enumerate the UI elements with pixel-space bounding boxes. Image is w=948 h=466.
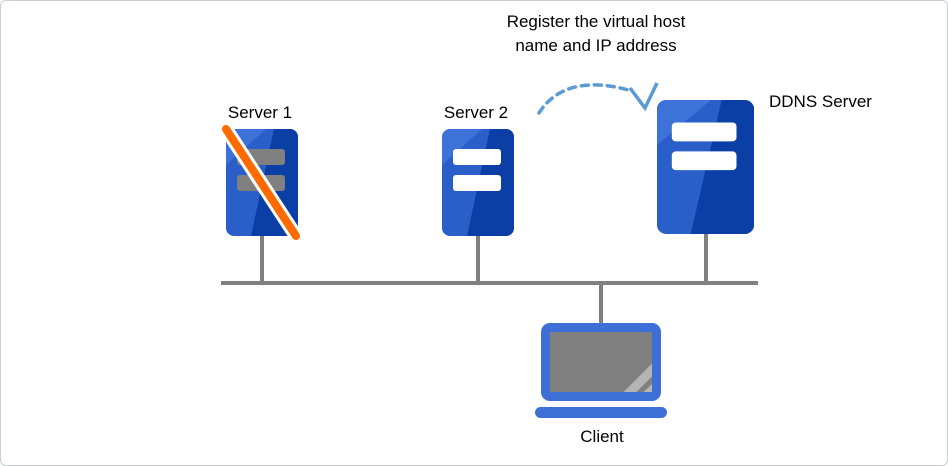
network-bus-line [221,281,758,285]
annotation-text: Register the virtual host name and IP ad… [431,10,761,58]
server2-network-link [476,235,480,282]
screen-glare [623,363,652,392]
arrow-dashed-arc [537,83,634,115]
arrow-head [628,82,659,112]
server2-icon [442,129,514,236]
client-laptop-icon [535,323,667,418]
ddns-slot-bottom [671,151,737,171]
ddns-server-icon [657,100,754,234]
failure-slash-icon [219,122,303,243]
ddns-slot-top [671,122,737,142]
server2-body [442,129,514,236]
client-network-link [599,284,603,326]
server1-icon [219,122,303,243]
register-arrow-icon [537,82,659,115]
server2-slot-top [453,149,501,165]
server1-label: Server 1 [227,103,293,122]
client-label: Client [580,427,624,446]
server1-network-link [260,235,264,282]
ddns-server-label: DDNS Server [769,92,872,111]
annotation-line1: Register the virtual host [506,12,686,31]
annotation-line2: name and IP address [515,36,677,55]
ddns-server-body [657,100,754,234]
laptop-base [535,407,667,418]
server2-slot-bottom [453,175,501,191]
ddns-network-link [704,233,708,282]
server2-label: Server 2 [443,103,509,122]
